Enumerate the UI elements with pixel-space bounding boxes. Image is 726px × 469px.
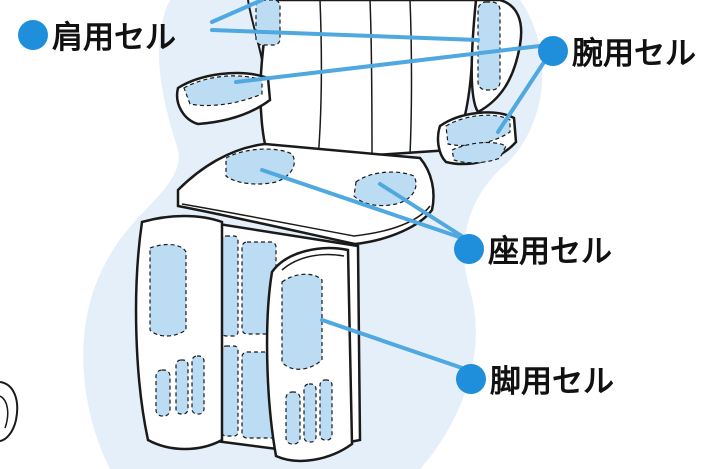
leader-lines xyxy=(210,0,554,372)
leg-cell-left-upper xyxy=(149,243,187,337)
dot-icon xyxy=(18,19,48,50)
arm-cell-text: 腕用セル xyxy=(572,36,696,72)
leader-arm-2 xyxy=(496,48,554,134)
arm-cell-right xyxy=(445,114,511,147)
leg-cell-right-upper xyxy=(281,273,323,370)
arm-cell-left xyxy=(183,75,263,107)
leader-arm-1 xyxy=(234,43,550,84)
dot-icon xyxy=(454,233,484,264)
seat-cell-label: 座用セル xyxy=(454,226,612,271)
shoulder-cell-left xyxy=(255,0,281,46)
leader-leg xyxy=(320,318,470,372)
dot-icon xyxy=(456,363,486,394)
leg-cell-text: 脚用セル xyxy=(490,364,614,400)
seat-cell-text: 座用セル xyxy=(488,234,612,270)
leader-seat-1 xyxy=(260,168,470,242)
partial-object-left xyxy=(0,381,19,442)
arm-cell-label: 腕用セル xyxy=(538,28,696,73)
shoulder-cell-text: 肩用セル xyxy=(52,20,176,56)
leader-shoulder-2 xyxy=(210,28,480,42)
leg-cell-label: 脚用セル xyxy=(456,356,614,401)
leader-shoulder-1 xyxy=(210,0,264,24)
shoulder-cell-label: 肩用セル xyxy=(18,12,176,57)
leader-seat-2 xyxy=(378,182,470,242)
dot-icon xyxy=(538,35,568,66)
shoulder-cell-right xyxy=(477,1,501,91)
